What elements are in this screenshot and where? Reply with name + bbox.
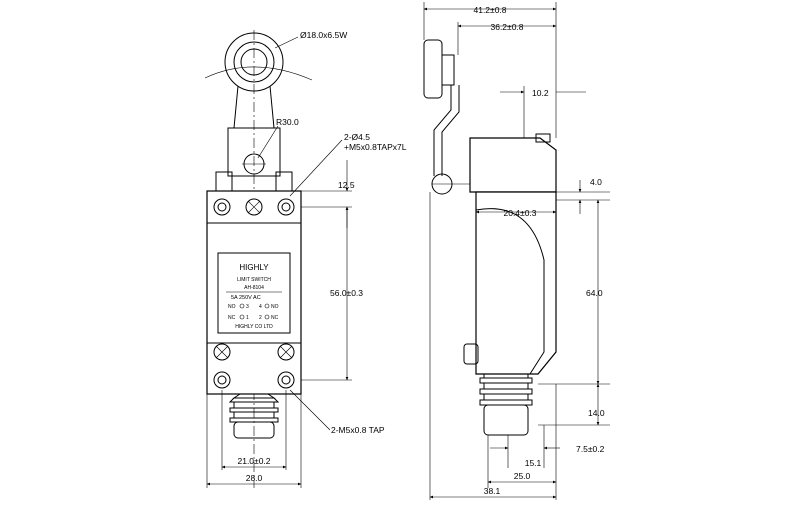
label-no-left: NO [228,304,236,310]
roller-dimension: Ø18.0x6.5W [300,30,347,40]
top-mounting-holes [213,198,295,216]
switch-body [206,190,302,395]
lever-side [433,85,452,176]
side-view: 41.2±0.8 36.2±0.8 10.2 4.0 20.4±0.3 64.0… [423,2,610,500]
dim-overall-top: 41.2±0.8 [473,5,506,15]
bottom-screws [213,343,295,389]
label-nc-right: NC [271,315,279,321]
dim-height: 64.0 [586,288,603,298]
dim-hole-spacing-v: 56.0±0.3 [330,288,363,298]
dim-hole-spacing-h: 21.0±0.2 [237,456,270,466]
nameplate: HIGHLY LIMIT SWITCH AH-8104 5A 250V AC N… [217,252,291,334]
label-model: AH-8104 [244,285,264,291]
label-no-right-num: 4 [259,304,262,310]
roller-icon [224,32,284,92]
tap-note: 2-M5x0.8 TAP [331,425,385,435]
boot-side [479,373,533,436]
dim-15: 15.1 [525,458,542,468]
dim-lever-offset: 10.2 [532,88,549,98]
label-no-left-num: 3 [246,304,249,310]
hole-note-line1: 2-Ø4.5 [344,132,370,142]
dim-25: 25.0 [514,471,531,481]
label-rating: 5A 250V AC [231,295,261,301]
dim-mid-width: 20.4±0.3 [503,208,536,218]
roller-side-icon [423,39,443,99]
radius-dimension: R30.0 [276,117,299,127]
label-maker: HIGHLY CO LTD [235,324,273,330]
label-no-right: NO [271,304,279,310]
label-type: LIMIT SWITCH [237,277,271,283]
label-brand: HIGHLY [239,263,269,272]
dim-second-top: 36.2±0.8 [490,22,523,32]
radius-arc [204,66,313,81]
rubber-boot [228,393,280,439]
dim-4: 4.0 [590,177,602,187]
dim-top-offset: 12.5 [338,180,355,190]
front-view: HIGHLY LIMIT SWITCH AH-8104 5A 250V AC N… [204,30,407,488]
dim-overall-bottom: 38.1 [484,486,501,496]
dim-14: 14.0 [588,408,605,418]
head-side [469,137,557,193]
dim-7-5: 7.5±0.2 [576,444,605,454]
label-nc-left-num: 1 [246,315,249,321]
label-nc-right-num: 2 [259,315,262,321]
label-nc-left: NC [228,315,236,321]
hole-note-line2: +M5x0.8TAPx7L [344,142,407,152]
dim-width: 28.0 [246,473,263,483]
